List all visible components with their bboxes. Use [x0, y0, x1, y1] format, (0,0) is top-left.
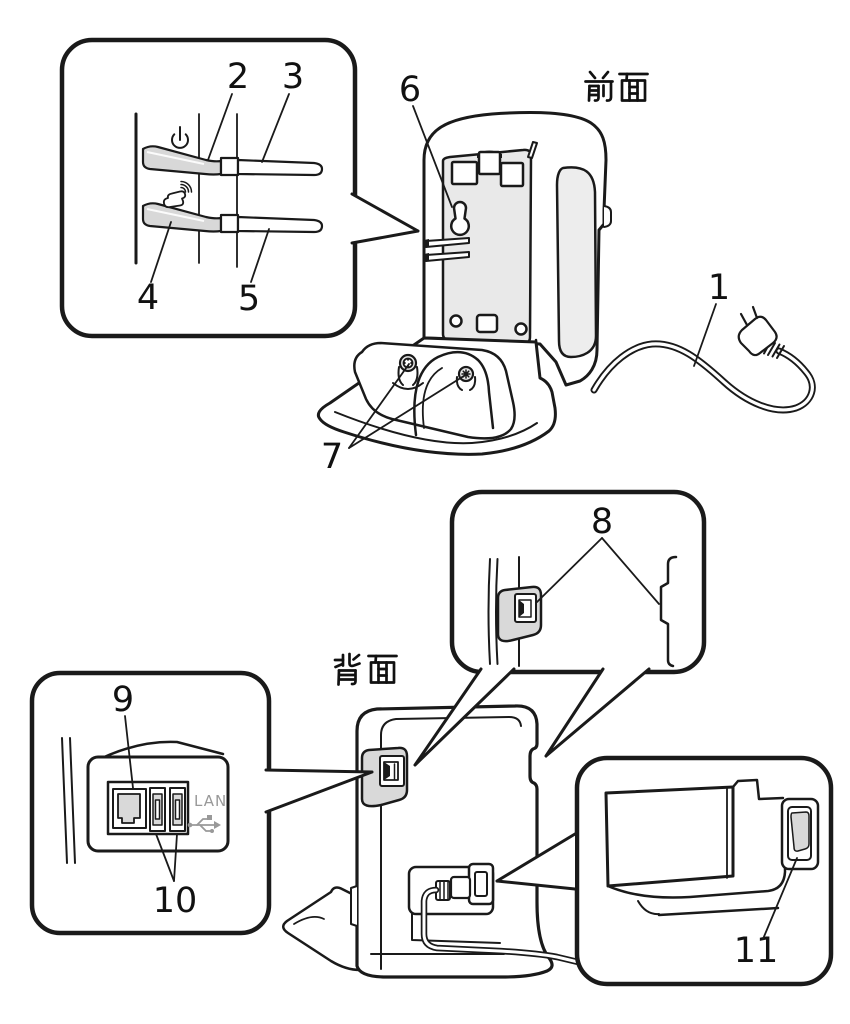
right-edge-clip — [603, 205, 612, 228]
handset-signal-icon — [162, 180, 193, 209]
power-lever — [141, 145, 324, 177]
handset-cradle-recess — [353, 341, 516, 440]
callout-number-11: 11 — [734, 931, 779, 971]
callout-number-9: 9 — [112, 680, 134, 720]
back-body-outline — [355, 704, 554, 979]
back-device — [282, 704, 582, 979]
side-panel — [555, 166, 598, 359]
usb-trident-icon — [187, 815, 221, 833]
panel-cutout-middle — [477, 150, 502, 176]
panel-cutout-left — [450, 160, 479, 186]
callout-number-4: 4 — [137, 278, 159, 318]
ac-inlet — [780, 797, 820, 871]
routed-cable — [420, 886, 582, 966]
charging-contact-left — [392, 353, 424, 390]
usb-port-1 — [149, 787, 166, 832]
back-tray-wing — [282, 886, 362, 972]
edge-clip-profile — [659, 555, 678, 668]
plug-body — [737, 315, 778, 357]
indicator-levers-small — [424, 237, 470, 262]
callout-box-power-inlet: 11 — [495, 755, 834, 987]
callout-number-2: 2 — [227, 57, 249, 97]
wall-mount-keyhole — [449, 200, 471, 237]
callout-number-8: 8 — [591, 502, 613, 542]
callout-number-10: 10 — [153, 881, 198, 921]
side-port-block — [360, 746, 409, 808]
front-view-label: 前面 — [584, 70, 649, 102]
usb-port-2 — [169, 787, 186, 832]
callout-number-3: 3 — [282, 57, 304, 97]
callout-box-levers: 2 3 4 5 — [59, 37, 420, 339]
top-vent-slot — [527, 141, 538, 159]
front-device — [422, 111, 612, 387]
callout-number-5: 5 — [238, 279, 260, 319]
lan-port — [112, 788, 147, 829]
callout-box-ports: LAN 9 10 — [29, 670, 374, 936]
front-base-tray — [316, 336, 557, 456]
power-cord — [590, 305, 816, 414]
callout-number-7: 7 — [321, 437, 343, 477]
callout-number-6: 6 — [399, 70, 421, 110]
back-view-label: 背面 — [333, 652, 398, 686]
callout-number-1: 1 — [708, 268, 730, 308]
connector-block-detail — [496, 585, 543, 643]
callout-box-side-connector: 8 — [413, 489, 707, 767]
power-icon — [171, 126, 189, 149]
plug-prongs — [739, 305, 759, 327]
panel-cutout-right — [499, 161, 525, 188]
wireless-lever — [141, 202, 324, 234]
dc-plug — [449, 875, 472, 900]
lan-label: LAN — [194, 792, 227, 810]
